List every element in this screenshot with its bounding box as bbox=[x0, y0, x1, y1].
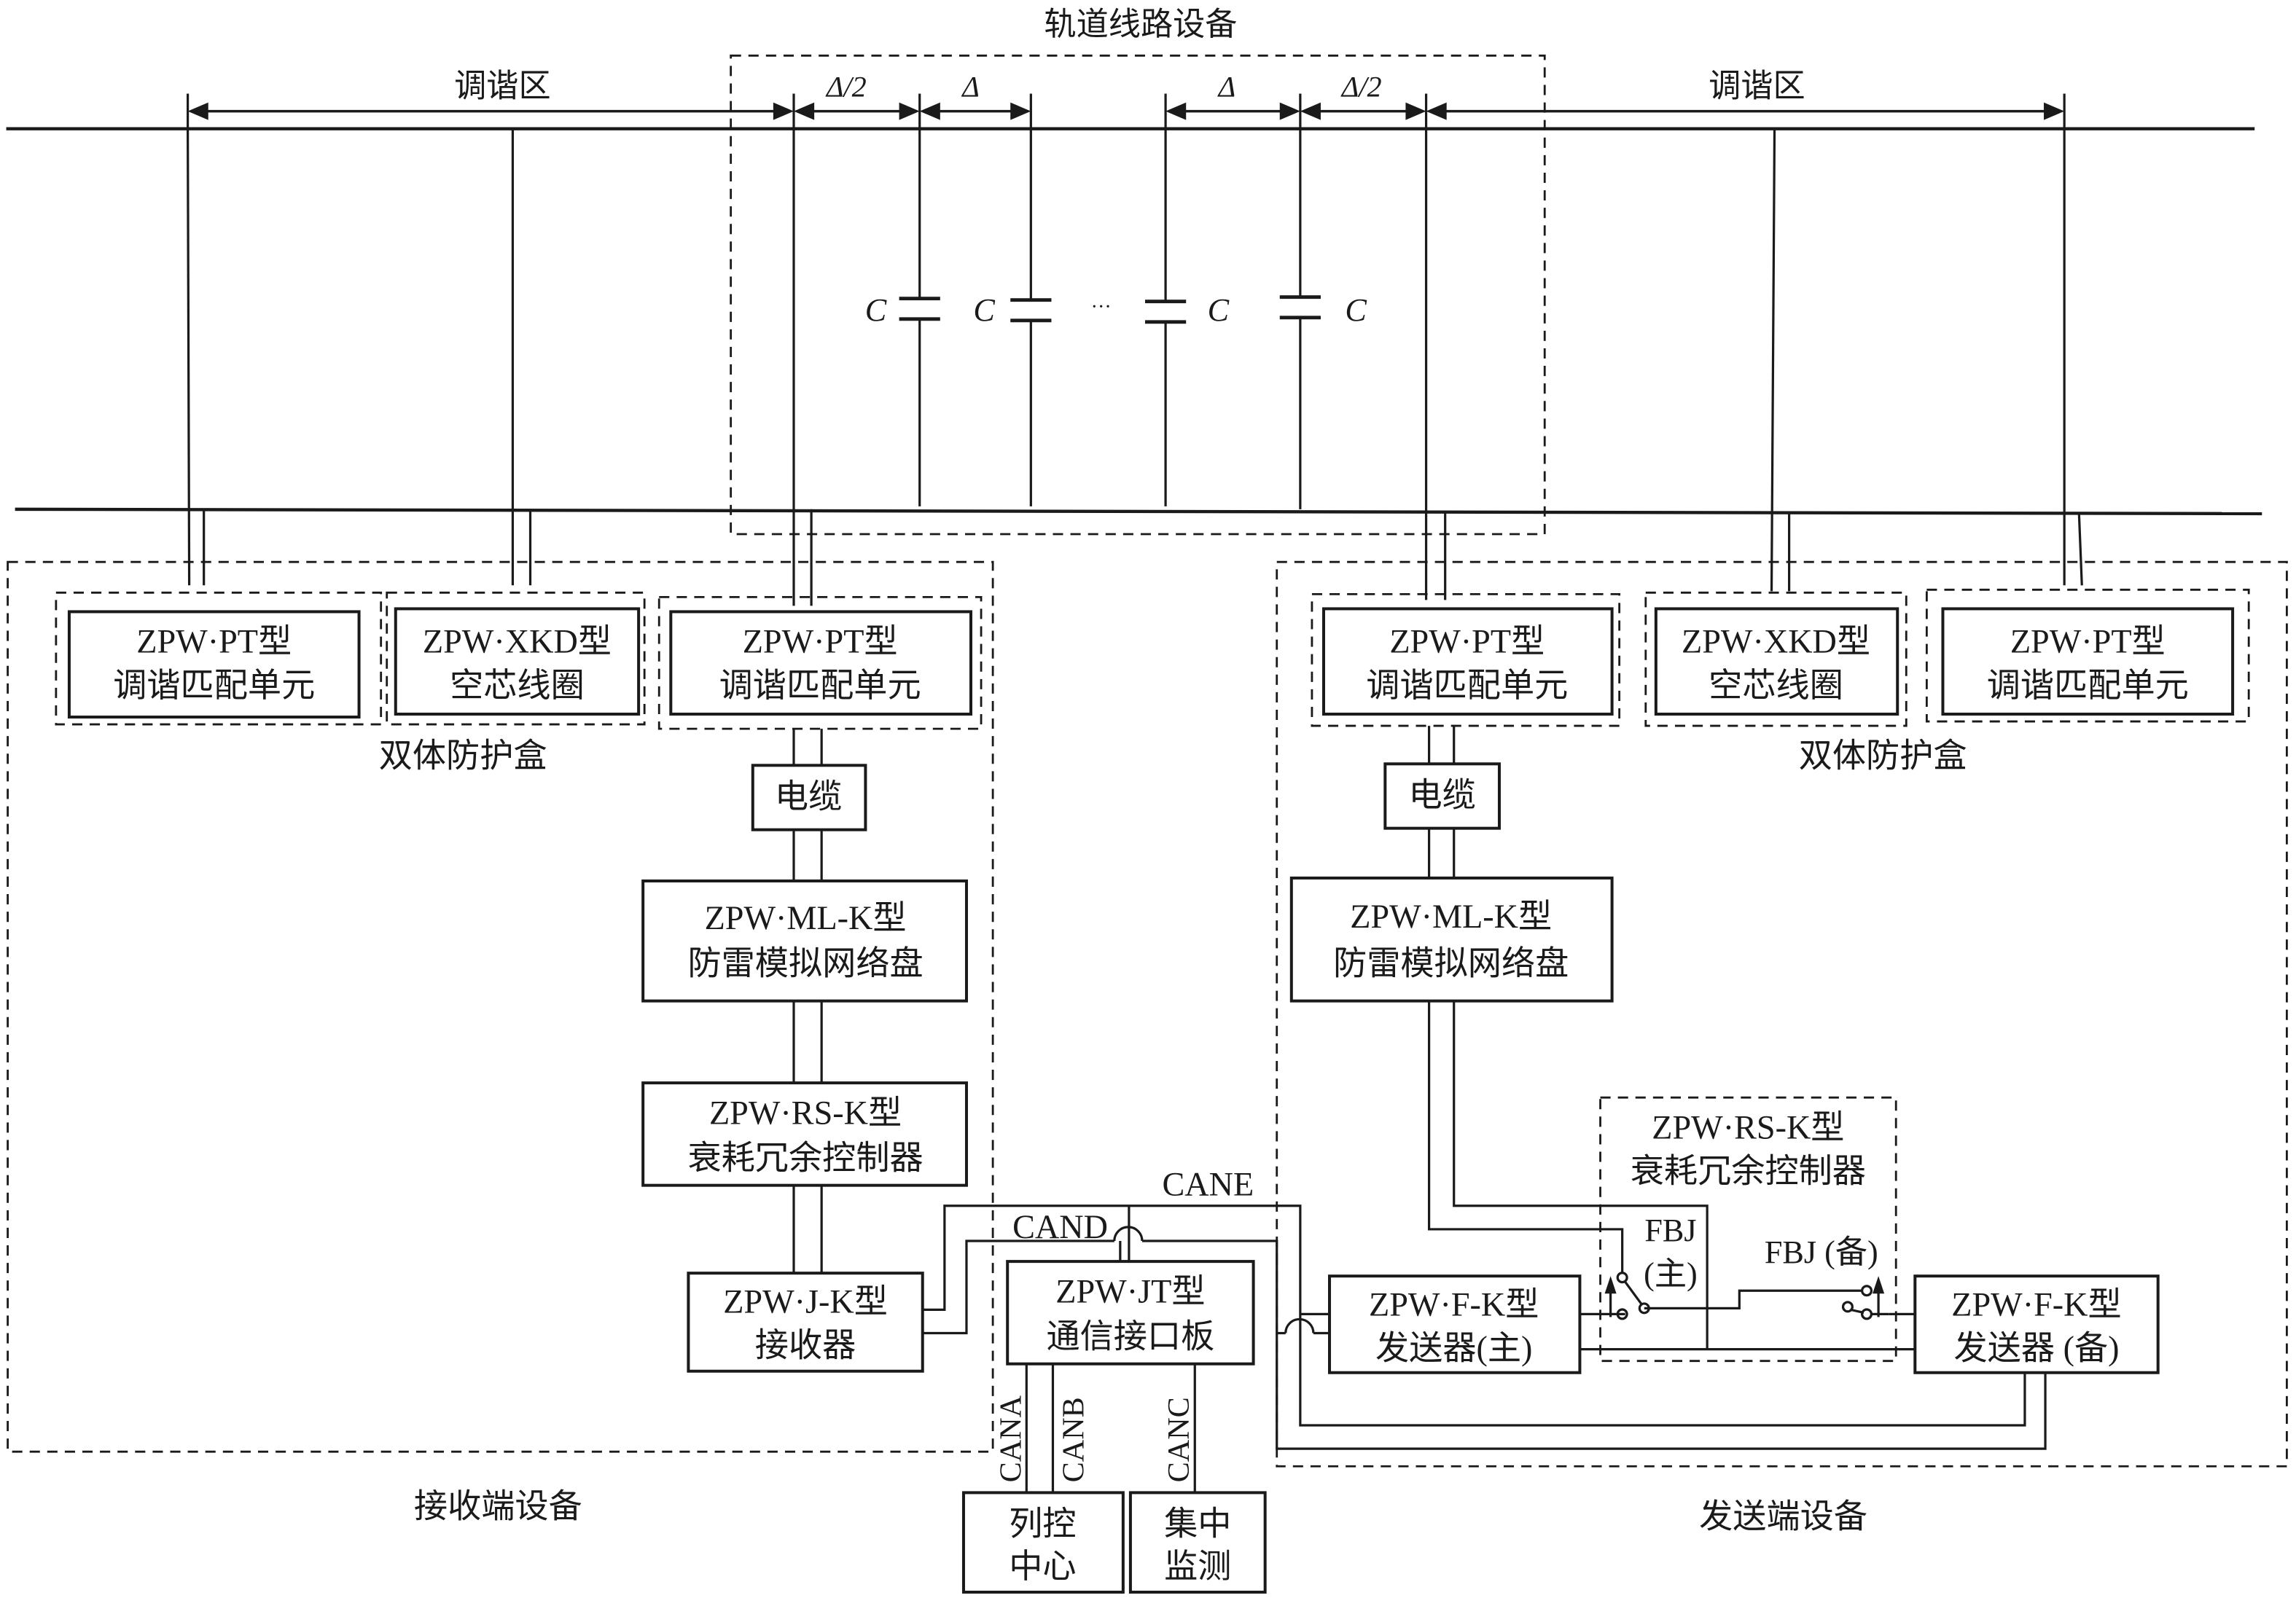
receive-pt-unit-1-line1: ZPW·PT型 bbox=[136, 623, 292, 660]
receive-xkd-coil-line1: ZPW·XKD型 bbox=[423, 623, 612, 660]
label-capacitor-1: C bbox=[865, 292, 887, 328]
send-rs-k-boundary bbox=[1599, 1096, 1897, 1363]
jt-comm-board bbox=[1006, 1260, 1255, 1366]
centralized-monitoring bbox=[1128, 1491, 1267, 1594]
label-tuning-zone-right: 调谐区 bbox=[1709, 68, 1805, 104]
receive-pt-unit-2-line2: 调谐匹配单元 bbox=[719, 667, 921, 704]
receive-j-k-line2: 接收器 bbox=[755, 1327, 856, 1364]
receive-pt-unit-2-line1: ZPW·PT型 bbox=[743, 623, 898, 660]
fbj-main-line2: (主) bbox=[1644, 1256, 1698, 1292]
label-ellipsis: ··· bbox=[1091, 296, 1112, 318]
send-pt-unit-1 bbox=[1321, 607, 1614, 716]
send-rs-k-line1: ZPW·RS-K型 bbox=[1652, 1108, 1844, 1145]
label-cane: CANE bbox=[1162, 1166, 1254, 1203]
label-canb: CANB bbox=[1057, 1397, 1091, 1482]
label-capacitor-4: C bbox=[1345, 292, 1367, 328]
send-pt-unit-1-line1: ZPW·PT型 bbox=[1389, 623, 1545, 660]
receive-cable-label: 电缆 bbox=[775, 778, 842, 815]
receive-cable bbox=[751, 764, 867, 831]
centralized-monitoring-line1: 集中 bbox=[1164, 1505, 1231, 1543]
send-pt-unit-2 bbox=[1941, 607, 2235, 716]
rail-connections bbox=[186, 128, 2083, 606]
send-side-label: 发送端设备 bbox=[1699, 1498, 1867, 1535]
receive-side-boundary bbox=[7, 560, 994, 1453]
fbj-main-line1: FBJ bbox=[1644, 1213, 1696, 1248]
send-protection-box-3 bbox=[1925, 588, 2250, 723]
send-cable-label: 电缆 bbox=[1408, 777, 1475, 814]
receive-xkd-coil bbox=[394, 607, 641, 716]
receive-pt-unit-1 bbox=[67, 610, 361, 719]
relay-switch-backup-icon bbox=[1841, 1276, 1889, 1320]
send-protection-box-2 bbox=[1644, 591, 1908, 727]
receive-ml-k-line1: ZPW·ML-K型 bbox=[705, 899, 907, 936]
relay-switch-main-icon bbox=[1604, 1272, 1650, 1320]
receive-pt-unit-2 bbox=[669, 610, 973, 716]
receive-rs-k-line2: 衰耗冗余控制器 bbox=[687, 1140, 923, 1177]
dimension-arrows bbox=[186, 93, 2066, 129]
send-protection-box-1 bbox=[1311, 592, 1621, 727]
send-side-boundary bbox=[1276, 560, 2288, 1468]
label-capacitor-3: C bbox=[1208, 292, 1230, 328]
label-half-delta-left: Δ/2 bbox=[825, 71, 867, 103]
capacitors bbox=[899, 128, 1321, 509]
send-pt-unit-2-line1: ZPW·PT型 bbox=[2010, 623, 2166, 660]
send-ml-k bbox=[1289, 876, 1614, 1003]
receive-pt-unit-1-line2: 调谐匹配单元 bbox=[113, 667, 315, 704]
train-control-center bbox=[961, 1491, 1125, 1594]
label-delta-right: Δ bbox=[1217, 71, 1236, 103]
title-track-equipment: 轨道线路设备 bbox=[1044, 7, 1237, 42]
jt-comm-board-line1: ZPW·JT型 bbox=[1055, 1272, 1205, 1309]
fbj-backup-label: FBJ (备) bbox=[1765, 1234, 1878, 1270]
track-equipment-boundary bbox=[730, 54, 1546, 536]
receive-rs-k bbox=[641, 1081, 968, 1187]
receive-protection-box-3 bbox=[657, 595, 983, 730]
label-cand: CAND bbox=[1012, 1208, 1108, 1245]
send-protection-box-label: 双体防护盒 bbox=[1799, 737, 1967, 774]
send-ml-k-line1: ZPW·ML-K型 bbox=[1350, 898, 1552, 935]
send-ml-k-line2: 防雷模拟网络盘 bbox=[1333, 944, 1569, 982]
train-control-center-line1: 列控 bbox=[1009, 1505, 1076, 1543]
send-cable bbox=[1383, 762, 1501, 830]
jt-comm-board-line2: 通信接口板 bbox=[1046, 1318, 1214, 1355]
send-rs-k-line2: 衰耗冗余控制器 bbox=[1631, 1153, 1866, 1190]
send-chain-wires bbox=[1427, 726, 1916, 1351]
label-tuning-zone-left: 调谐区 bbox=[454, 68, 551, 104]
label-half-delta-right: Δ/2 bbox=[1340, 71, 1382, 103]
label-delta-left: Δ bbox=[961, 71, 980, 103]
label-capacitor-2: C bbox=[973, 292, 995, 328]
centralized-monitoring-line2: 监测 bbox=[1164, 1548, 1231, 1585]
receive-protection-box-2 bbox=[386, 591, 646, 726]
receive-protection-box-1 bbox=[55, 591, 383, 726]
label-canc: CANC bbox=[1162, 1397, 1196, 1482]
receive-j-k-line1: ZPW·J-K型 bbox=[723, 1282, 888, 1320]
receive-ml-k-line2: 防雷模拟网络盘 bbox=[687, 944, 923, 982]
label-cana: CANA bbox=[993, 1395, 1028, 1482]
send-pt-unit-1-line2: 调谐匹配单元 bbox=[1366, 667, 1568, 704]
send-xkd-coil bbox=[1654, 607, 1899, 716]
rail-bottom bbox=[15, 507, 2262, 516]
send-xkd-coil-line2: 空芯线圈 bbox=[1709, 667, 1843, 704]
send-f-k-main-line1: ZPW·F-K型 bbox=[1369, 1285, 1539, 1323]
receive-ml-k bbox=[641, 879, 968, 1003]
receive-xkd-coil-line2: 空芯线圈 bbox=[450, 667, 585, 704]
receive-rs-k-line1: ZPW·RS-K型 bbox=[709, 1094, 902, 1131]
train-control-center-line2: 中心 bbox=[1009, 1548, 1076, 1585]
receive-side-label: 接收端设备 bbox=[414, 1488, 582, 1525]
send-f-k-backup-line1: ZPW·F-K型 bbox=[1951, 1285, 2121, 1323]
send-xkd-coil-line1: ZPW·XKD型 bbox=[1682, 623, 1870, 660]
send-f-k-backup-line2: 发送器 (备) bbox=[1954, 1330, 2120, 1367]
send-f-k-backup bbox=[1913, 1274, 2160, 1374]
receive-protection-box-label: 双体防护盒 bbox=[379, 737, 547, 774]
send-pt-unit-2-line2: 调谐匹配单元 bbox=[1987, 667, 2189, 704]
send-f-k-main bbox=[1328, 1274, 1582, 1374]
send-f-k-main-line2: 发送器(主) bbox=[1375, 1330, 1532, 1367]
receive-j-k bbox=[687, 1272, 924, 1373]
